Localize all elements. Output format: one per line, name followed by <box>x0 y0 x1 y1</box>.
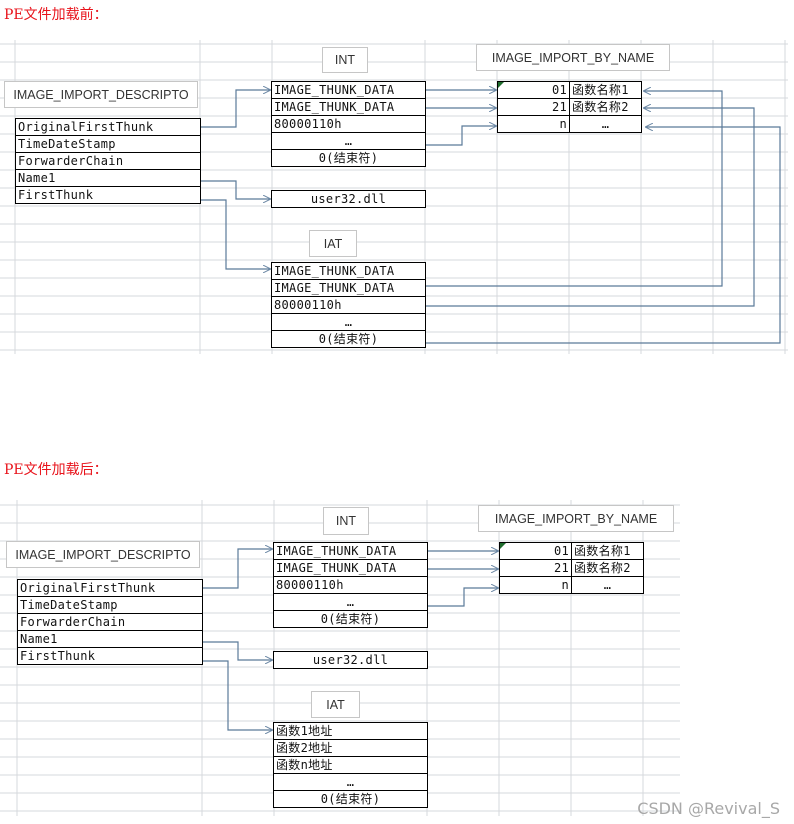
arrows-after <box>202 549 498 730</box>
int-row: IMAGE_THUNK_DATA <box>273 542 428 560</box>
int-row: 80000110h <box>273 576 428 594</box>
iat-row: 函数2地址 <box>273 739 428 757</box>
int-row: … <box>273 593 428 611</box>
by-name-label-after: IMAGE_IMPORT_BY_NAME <box>478 505 674 532</box>
iat-row: … <box>273 773 428 791</box>
int-row: 80000110h <box>271 115 426 133</box>
int-row: 0(结束符) <box>271 149 426 167</box>
int-row: 0(结束符) <box>273 610 428 628</box>
arrows-before <box>200 90 781 344</box>
int-row: … <box>271 132 426 150</box>
iat-label-after: IAT <box>311 691 360 718</box>
descriptor-field: FirstThunk <box>15 186 201 204</box>
heading-after: PE文件加载后： <box>4 462 108 478</box>
cell-comment-marker-icon <box>500 543 506 549</box>
descriptor-field: Name1 <box>15 169 201 187</box>
heading-before: PE文件加载前： <box>4 7 108 23</box>
descriptor-field: Name1 <box>17 630 203 648</box>
iat-row: 80000110h <box>271 296 426 314</box>
by-name-row: n… <box>497 115 642 133</box>
iat-row: 0(结束符) <box>271 330 426 348</box>
iat-row: 函数n地址 <box>273 756 428 774</box>
int-row: IMAGE_THUNK_DATA <box>271 81 426 99</box>
iat-table-before: IMAGE_THUNK_DATA IMAGE_THUNK_DATA 800001… <box>271 262 426 348</box>
descriptor-field: TimeDateStamp <box>15 135 201 153</box>
iat-row: … <box>271 313 426 331</box>
int-label-before: INT <box>322 47 368 73</box>
by-name-row: n… <box>499 576 644 594</box>
int-label-after: INT <box>323 507 369 535</box>
descriptor-field: TimeDateStamp <box>17 596 203 614</box>
int-table-before: IMAGE_THUNK_DATA IMAGE_THUNK_DATA 800001… <box>271 81 426 167</box>
iat-row: IMAGE_THUNK_DATA <box>271 262 426 280</box>
iat-row: 0(结束符) <box>273 790 428 808</box>
int-row: IMAGE_THUNK_DATA <box>271 98 426 116</box>
descriptor-label-before: IMAGE_IMPORT_DESCRIPTO <box>4 81 198 108</box>
descriptor-field: FirstThunk <box>17 647 203 665</box>
watermark: CSDN @Revival_S <box>637 799 780 818</box>
descriptor-label-after: IMAGE_IMPORT_DESCRIPTO <box>6 541 200 568</box>
iat-label-before: IAT <box>309 230 357 257</box>
descriptor-field: ForwarderChain <box>17 613 203 631</box>
descriptor-field: OriginalFirstThunk <box>15 118 201 136</box>
descriptor-field: ForwarderChain <box>15 152 201 170</box>
by-name-label-before: IMAGE_IMPORT_BY_NAME <box>476 44 670 71</box>
descriptor-field: OriginalFirstThunk <box>17 579 203 597</box>
int-row: IMAGE_THUNK_DATA <box>273 559 428 577</box>
descriptor-table-before: OriginalFirstThunk TimeDateStamp Forward… <box>15 118 201 204</box>
iat-row: 函数1地址 <box>273 722 428 740</box>
int-table-after: IMAGE_THUNK_DATA IMAGE_THUNK_DATA 800001… <box>273 542 428 628</box>
iat-table-after: 函数1地址 函数2地址 函数n地址 … 0(结束符) <box>273 722 428 808</box>
dll-name-before: user32.dll <box>271 190 426 208</box>
descriptor-table-after: OriginalFirstThunk TimeDateStamp Forward… <box>17 579 203 665</box>
dll-name-after: user32.dll <box>273 651 428 669</box>
cell-comment-marker-icon <box>498 82 504 88</box>
iat-row: IMAGE_THUNK_DATA <box>271 279 426 297</box>
